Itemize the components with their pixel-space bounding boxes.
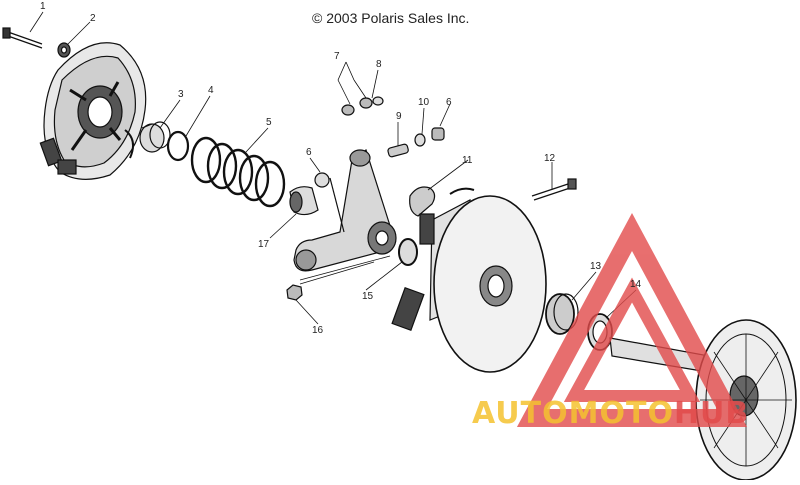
bushing-3 bbox=[139, 121, 171, 153]
bushing-10 bbox=[414, 133, 426, 147]
callout-7: 7 bbox=[334, 51, 340, 62]
callout-8: 8 bbox=[376, 59, 382, 70]
callout-15: 15 bbox=[362, 291, 374, 302]
callout-12: 12 bbox=[544, 153, 556, 164]
spider-arm bbox=[293, 149, 397, 272]
weight-11 bbox=[409, 186, 436, 217]
roller-6b bbox=[431, 127, 445, 141]
callout-14: 14 bbox=[630, 279, 642, 290]
watermark-text-part2: HUB bbox=[673, 396, 750, 431]
bolt-12 bbox=[531, 178, 577, 201]
callout-9: 9 bbox=[396, 111, 402, 122]
callout-17: 17 bbox=[258, 239, 270, 250]
cover-plate bbox=[39, 42, 147, 180]
callout-11: 11 bbox=[462, 155, 473, 166]
callout-3: 3 bbox=[178, 89, 184, 100]
watermark-text: AUTOMOTOHUB bbox=[472, 396, 749, 431]
callout-1: 1 bbox=[40, 1, 46, 12]
washer-2 bbox=[57, 42, 71, 58]
roller-6a bbox=[314, 172, 330, 188]
callout-6-left: 6 bbox=[306, 147, 312, 158]
spring-5 bbox=[190, 136, 286, 208]
pin-9 bbox=[387, 143, 409, 158]
bolt-1 bbox=[2, 27, 43, 49]
callout-10: 10 bbox=[418, 97, 430, 108]
bushing-13 bbox=[545, 293, 579, 335]
callout-5: 5 bbox=[266, 117, 272, 128]
fixed-sheave bbox=[609, 319, 797, 481]
ring-4 bbox=[166, 130, 190, 162]
movable-sheave bbox=[391, 187, 547, 373]
callout-6-right: 6 bbox=[446, 97, 452, 108]
callout-16: 16 bbox=[312, 325, 324, 336]
callout-2: 2 bbox=[90, 13, 96, 24]
callout-13: 13 bbox=[590, 261, 602, 272]
ring-15 bbox=[398, 238, 418, 266]
leader-lines bbox=[29, 11, 637, 325]
bolts-7-8 bbox=[341, 96, 384, 116]
copyright-notice: © 2003 Polaris Sales Inc. bbox=[312, 10, 470, 26]
watermark-triangle-logo bbox=[516, 212, 748, 427]
callout-4: 4 bbox=[208, 85, 214, 96]
watermark-text-part1: AUTOMOTO bbox=[472, 396, 674, 431]
nut-16 bbox=[286, 284, 303, 301]
roller-17 bbox=[289, 186, 319, 216]
